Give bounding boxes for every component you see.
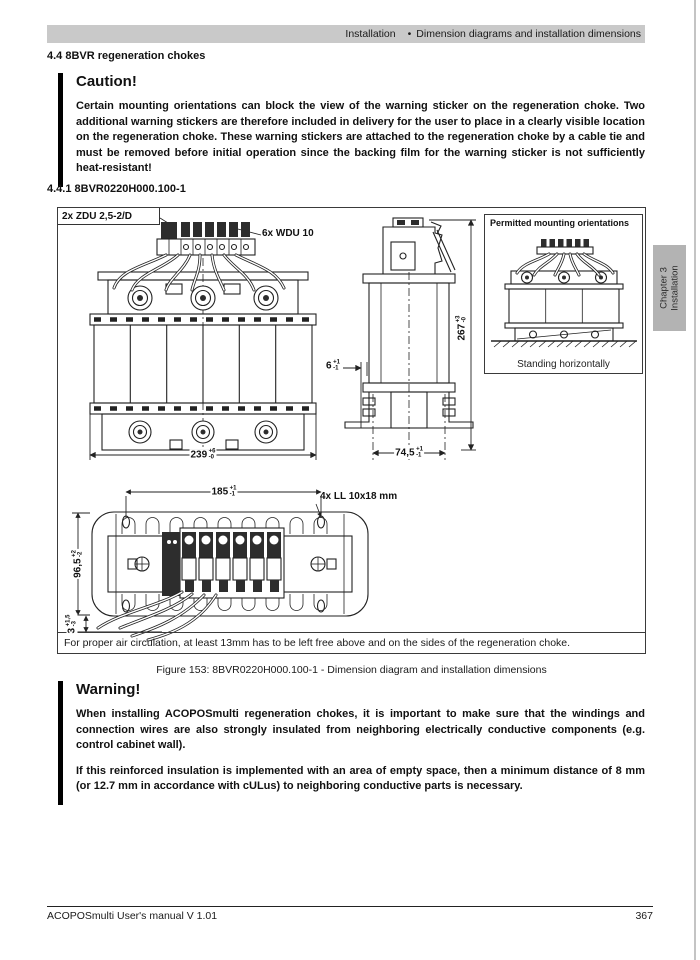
dimension-value: 3 <box>66 627 78 634</box>
chapter-tab: Chapter 3 Installation <box>653 245 686 331</box>
slot-label-ll: 4x LL 10x18 mm <box>320 491 398 502</box>
page-edge-line <box>694 0 696 960</box>
caution-body: Certain mounting orientations can block … <box>76 100 645 175</box>
top-view-drawing <box>72 489 369 642</box>
figure-box: Permitted mounting orientations <box>57 207 646 654</box>
dimension-top-depth: 96,5 +2-2 <box>71 549 84 579</box>
footer-page-number: 367 <box>635 910 653 922</box>
header-bullet: • <box>407 28 412 40</box>
mounting-orientations-panel: Permitted mounting orientations <box>484 214 643 374</box>
page-footer: ACOPOSmulti User's manual V 1.01 367 <box>47 910 653 922</box>
footer-divider <box>47 906 653 907</box>
caution-box: Caution! Certain mounting orientations c… <box>58 73 645 187</box>
mounting-orientations-title: Permitted mounting orientations <box>490 218 630 228</box>
chapter-tab-line2: Installation <box>669 265 681 311</box>
terminal-label-zdu: 2x ZDU 2,5-2/D <box>58 208 160 225</box>
chapter-tab-line1: Chapter 3 <box>658 267 670 309</box>
page-header-bar: Installation • Dimension diagrams and in… <box>47 25 645 43</box>
dimension-value: 6 <box>326 360 332 372</box>
figure-note: For proper air circulation, at least 13m… <box>58 632 645 653</box>
terminal-label-wdu: 6x WDU 10 <box>262 228 314 239</box>
dimension-front-width: 239 +6-0 <box>189 448 217 461</box>
subsection-heading: 4.4.1 8BVR0220H000.100-1 <box>47 183 186 195</box>
footer-manual-title: ACOPOSmulti User's manual V 1.01 <box>47 910 218 922</box>
dimension-value: 267 <box>456 323 468 341</box>
dimension-side-height: 267 +3-0 <box>455 314 468 342</box>
figure-caption: Figure 153: 8BVR0220H000.100-1 - Dimensi… <box>156 664 547 676</box>
chapter-tab-text: Chapter 3 Installation <box>659 265 681 310</box>
caution-title: Caution! <box>76 73 137 90</box>
dimension-value: 185 <box>211 486 229 498</box>
header-section: Installation <box>345 28 396 40</box>
dimension-hole-spacing: 185 +1-1 <box>210 485 238 498</box>
dimension-value: 239 <box>190 449 208 461</box>
section-heading: 4.4 8BVR regeneration chokes <box>47 50 206 62</box>
dimension-side-offset: 6 +1-1 <box>325 359 341 372</box>
mounting-orientation-caption: Standing horizontally <box>517 359 610 370</box>
side-view-drawing <box>343 217 476 460</box>
header-subsection: Dimension diagrams and installation dime… <box>416 28 641 40</box>
front-view-drawing <box>89 217 317 460</box>
dimension-value: 96,5 <box>72 558 84 578</box>
dimension-wire-offset: 3 +1,5-3 <box>65 613 78 635</box>
mounting-orientation-drawing <box>491 239 637 348</box>
dimension-side-depth: 74,5 +1-1 <box>394 446 424 459</box>
warning-paragraph-1: When installing ACOPOSmulti regeneration… <box>76 708 645 752</box>
warning-paragraph-2: If this reinforced insulation is impleme… <box>76 764 645 793</box>
warning-title: Warning! <box>76 681 141 698</box>
dimension-value: 74,5 <box>395 447 415 459</box>
warning-box: Warning! When installing ACOPOSmulti reg… <box>58 681 645 805</box>
